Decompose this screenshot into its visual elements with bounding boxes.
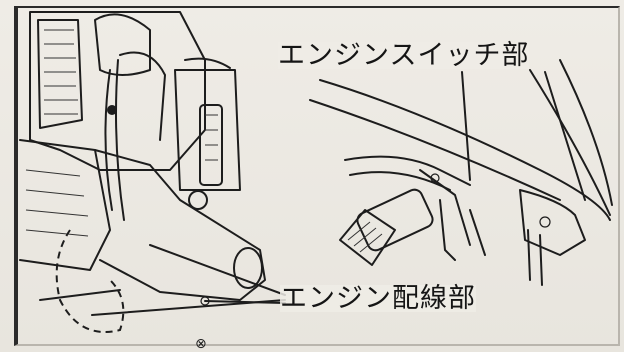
handlebar-assembly	[309, 59, 613, 286]
reference-mark: ⊗	[195, 336, 207, 352]
engine-wiring-label: エンジン配線部	[280, 283, 476, 314]
engine-block: ⊗	[19, 11, 266, 352]
illustration-frame	[14, 6, 620, 346]
engine-switch-label: エンジンスイッチ部	[278, 40, 530, 71]
leader-lines	[91, 71, 586, 316]
